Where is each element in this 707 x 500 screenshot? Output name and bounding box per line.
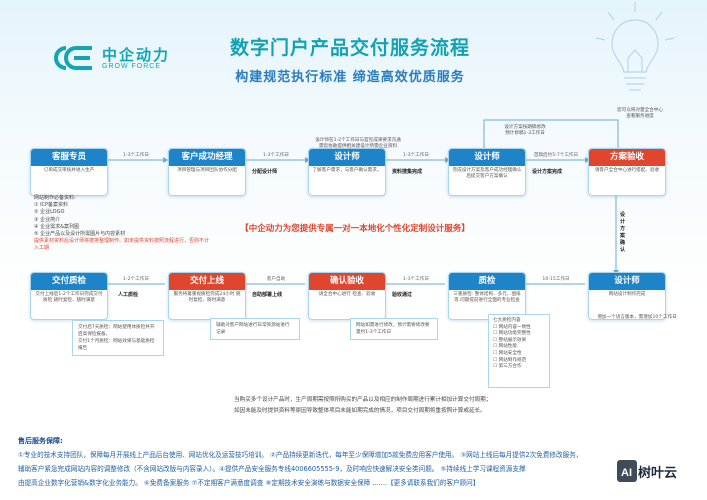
after-sales-line: ①专业的技术支持团队，保障每月开展线上产品后台使用、网站优化及运营技巧培训。 ②… <box>18 451 583 459</box>
side-label-confirm: 设计方案确认 <box>620 212 626 253</box>
stage-title: 设计师 <box>309 149 385 166</box>
after-sales-line: 辅助客户紧急完成网站内容的调整修改（不含网站改版与内容录入）。④提供产品安全服务… <box>18 465 526 473</box>
stage-desc: 订单成交审核并进入生产 <box>43 168 95 173</box>
cycle-notes: 当购买多个设计产品时，生产周期需按照所购买的产品以及相应的制作周期进行累计相加计… <box>234 395 634 417</box>
tag-assign-designer: 分配设计师 <box>252 169 278 175</box>
stage-designer-proposal[interactable]: 设计师 完成设计方案及客户成功经理确认后提交客户方案确认 <box>448 148 526 196</box>
stage-quality-check[interactable]: 质检 三重质检: 整体结构、多元、图排等 问题提前进行全面的专业检查 <box>448 272 526 320</box>
note-accept: 网站如需进行修改，预计需要修改要量约1-3个工作日 <box>350 318 438 340</box>
cycle-note: 如因未能及时提供资料等原因导致整体项目未能如期完成的情况，项目交付周期将重按照计… <box>234 408 486 414</box>
after-sales-line: 由提高企业数字化营销&数字化业务能力。 ⑥免费备案服务 ⑦不定期客户满意度调查 … <box>18 479 480 487</box>
material-item: ② 企业LOGO <box>34 209 65 216</box>
lightbulb-icon <box>595 2 675 91</box>
stage-desc: 了解客户需求，与客户确认需求。 <box>312 168 382 173</box>
check-item: ☐ 网站安全性 <box>493 350 522 356</box>
svg-text:AI: AI <box>621 467 632 479</box>
note-qc: 交付后7天质检：网站使用体质检并开启高保险报备。 交付1个月质检：网站效果与基础… <box>72 320 164 356</box>
stage-title: 交付质检 <box>31 273 107 290</box>
tag-accepted: 验收通过 <box>392 292 413 298</box>
check-item: ☐ 网站性能 <box>493 344 517 350</box>
stage-title: 设计师 <box>589 273 665 290</box>
note-deploy: 辅助对客户网站进行日常资源站进行记录 <box>210 318 300 340</box>
stage-title: 质检 <box>449 273 525 290</box>
stage-title: 交付上线 <box>169 273 245 290</box>
arrow-label: 1-3个工作日 <box>123 153 149 158</box>
cycle-note: 当购买多个设计产品时，生产周期需按照所购买的产品以及相应的制作周期进行累计相加计… <box>234 397 492 403</box>
flow-connectors <box>67 119 626 320</box>
after-sales-section <box>0 433 707 500</box>
brand-name-en: GROW FORCE <box>102 63 161 70</box>
note-progress: 您可以将对量全合中心 查看服务进度 <box>617 108 663 119</box>
check-item: ☐ 第三方合作 <box>493 364 522 370</box>
note-designer-materials: 设计师在1-2个工作日与官宪成果要求沟通 需您协助提供相关建设计所需企业资料 <box>315 138 401 149</box>
material-item: ④ 企业需求&案列图 <box>34 223 79 230</box>
tag-proposal-done: 设计方案完成 <box>532 169 563 175</box>
material-warning: 提供素材资料后设计师将按排整理制作。如未提供资料按照流程进行，否则不计入工期 <box>34 238 210 252</box>
stage-designer-build[interactable]: 设计师 网站设计制作完成 <box>588 272 666 320</box>
note-language: 增加一个语言版本，需增加10个工作日 <box>597 315 677 320</box>
stage-title: 设计师 <box>449 149 525 166</box>
stage-desc: 完成设计方案及客户成功经理确认后提交客户方案确认 <box>452 168 522 180</box>
check-item: ☐ 网站制作规范 <box>493 357 527 363</box>
stage-desc: 请全合中心进行 检查、验收 <box>318 292 376 297</box>
brand-name-cn: 中企动力 <box>102 46 171 64</box>
stage-success-manager[interactable]: 客户成功经理 项目管理与项目团队协作分配 <box>168 148 246 196</box>
tag-materials-done: 资料搜集完成 <box>392 169 423 175</box>
arrow-label: 首稿后约5-7个工作日 <box>533 153 579 158</box>
note-revision: 设计方案按期稿修改 预计修稿1-3工作日 <box>504 125 546 136</box>
stage-go-live[interactable]: 交付上线 服务将着重视质检完成24小时 随时复检、随时满意 <box>168 272 246 320</box>
stage-desc: 服务将着重视质检完成24小时 随时复检、随时满意 <box>173 292 241 304</box>
check-heading: 七大质检内容 <box>493 318 521 323</box>
stage-delivery-qc[interactable]: 交付质检 交付上线后1-2个工作日完成交付质检 随时复检、随时满意 <box>30 272 108 320</box>
arrow-label: 10-15工作日 <box>542 277 570 282</box>
arrow-label: 客户自助 <box>266 277 286 282</box>
check-list: 七大质检内容 ☐ 网站内容一致性 ☐ 网站功能完整性 ☐ 整站展示效果 ☐ 网站… <box>488 314 550 388</box>
logo-mark-icon <box>54 46 92 70</box>
watermark-text: 树叶云 <box>638 466 678 481</box>
material-item: ① ICP备案资料 <box>34 202 69 209</box>
check-item: ☐ 网站内容一致性 <box>493 324 531 330</box>
page-title: 数字门户产品交付服务流程 <box>229 37 470 59</box>
stage-title: 客服专员 <box>31 149 107 166</box>
page-subtitle: 构建规范执行标准 缔造高效优质服务 <box>235 70 465 85</box>
stage-title: 客户成功经理 <box>169 149 245 166</box>
stage-desc: 项目管理与项目团队协作分配 <box>177 168 237 173</box>
stage-title: 确认验收 <box>309 273 385 290</box>
stage-title: 方案验收 <box>589 149 665 166</box>
arrow-label: 1-3个工作日 <box>403 277 429 282</box>
stage-desc: 请客户全合中心进行搭配、验收 <box>594 168 660 173</box>
stage-desc: 三重质检: 整体结构、多元、图排等 问题提前进行全面的专业检查 <box>453 292 521 304</box>
arrow-label: 1-2个工作日 <box>123 277 149 282</box>
tag-self-deploy: 自助部署上线 <box>252 292 283 298</box>
arrow-label: 1-3个工作日 <box>403 153 429 158</box>
brand-logo: 中企动力 GROW FORCE <box>52 40 212 80</box>
service-banner: 【中企动力为您提供专属一对一本地化个性化定制设计服务】 <box>240 224 470 234</box>
material-list: 网站制作必备资料: ① ICP备案资料 ② 企业LOGO ③ 企业简介 ④ 企业… <box>34 195 209 253</box>
stage-customer-service[interactable]: 客服专员 订单成交审核并进入生产 <box>30 148 108 196</box>
material-item: ⑤ 企业产品以及设计所需图片与内容素材 <box>34 231 126 238</box>
stage-acceptance[interactable]: 确认验收 请全合中心进行 检查、验收 <box>308 272 386 320</box>
stage-desc: 交付上线后1-2个工作日完成交付质检 随时复检、随时满意 <box>35 292 103 304</box>
tag-manual-qc: 人工质检 <box>118 292 139 298</box>
after-sales-title: 售后服务保障: <box>18 437 63 445</box>
arrow-label: 1-3个工作日 <box>263 153 289 158</box>
check-item: ☐ 整站展示效果 <box>493 337 527 343</box>
watermark-logo-icon: AI <box>617 460 637 482</box>
stage-designer-requirements[interactable]: 设计师 了解客户需求，与客户确认需求。 <box>308 148 386 196</box>
stage-proposal-acceptance[interactable]: 方案验收 请客户全合中心进行搭配、验收 <box>588 148 666 196</box>
material-item: ③ 企业简介 <box>34 216 61 223</box>
stage-desc: 网站设计制作完成 <box>608 292 646 297</box>
check-item: ☐ 网站功能完整性 <box>493 331 531 337</box>
material-heading: 网站制作必备资料: <box>34 195 76 201</box>
